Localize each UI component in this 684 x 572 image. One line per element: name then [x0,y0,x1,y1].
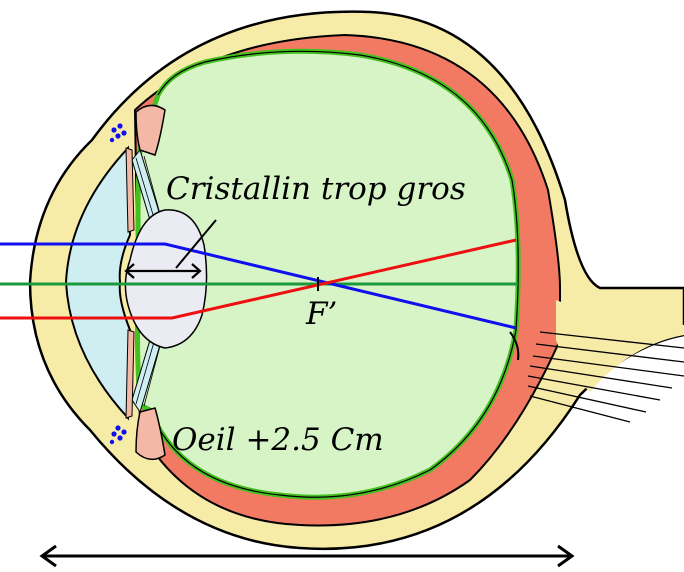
optic-disc [509,331,520,361]
focal-point-label: F’ [305,296,337,332]
iris-lower [125,329,135,419]
retina-outline [149,50,519,498]
ciliary-body-lower [135,407,166,461]
eye-label: Oeil +2.5 Cm [172,422,384,458]
lens-thickness-arrow [124,263,202,279]
optic-nerve-fibres [527,331,684,423]
ray-blue [0,242,517,330]
zonule-lines [135,155,161,407]
lens-label: Cristallin trop gros [166,171,466,207]
ciliary-body-upper [135,104,166,156]
schlemm-dots-lower [109,425,127,445]
schlemm-dots-upper [109,123,127,143]
iris-upper [125,147,135,233]
ray-red [0,238,517,320]
optic-nerve-sheath [556,300,684,392]
eye-length-arrow [39,544,575,568]
lens-label-leader [175,219,217,269]
